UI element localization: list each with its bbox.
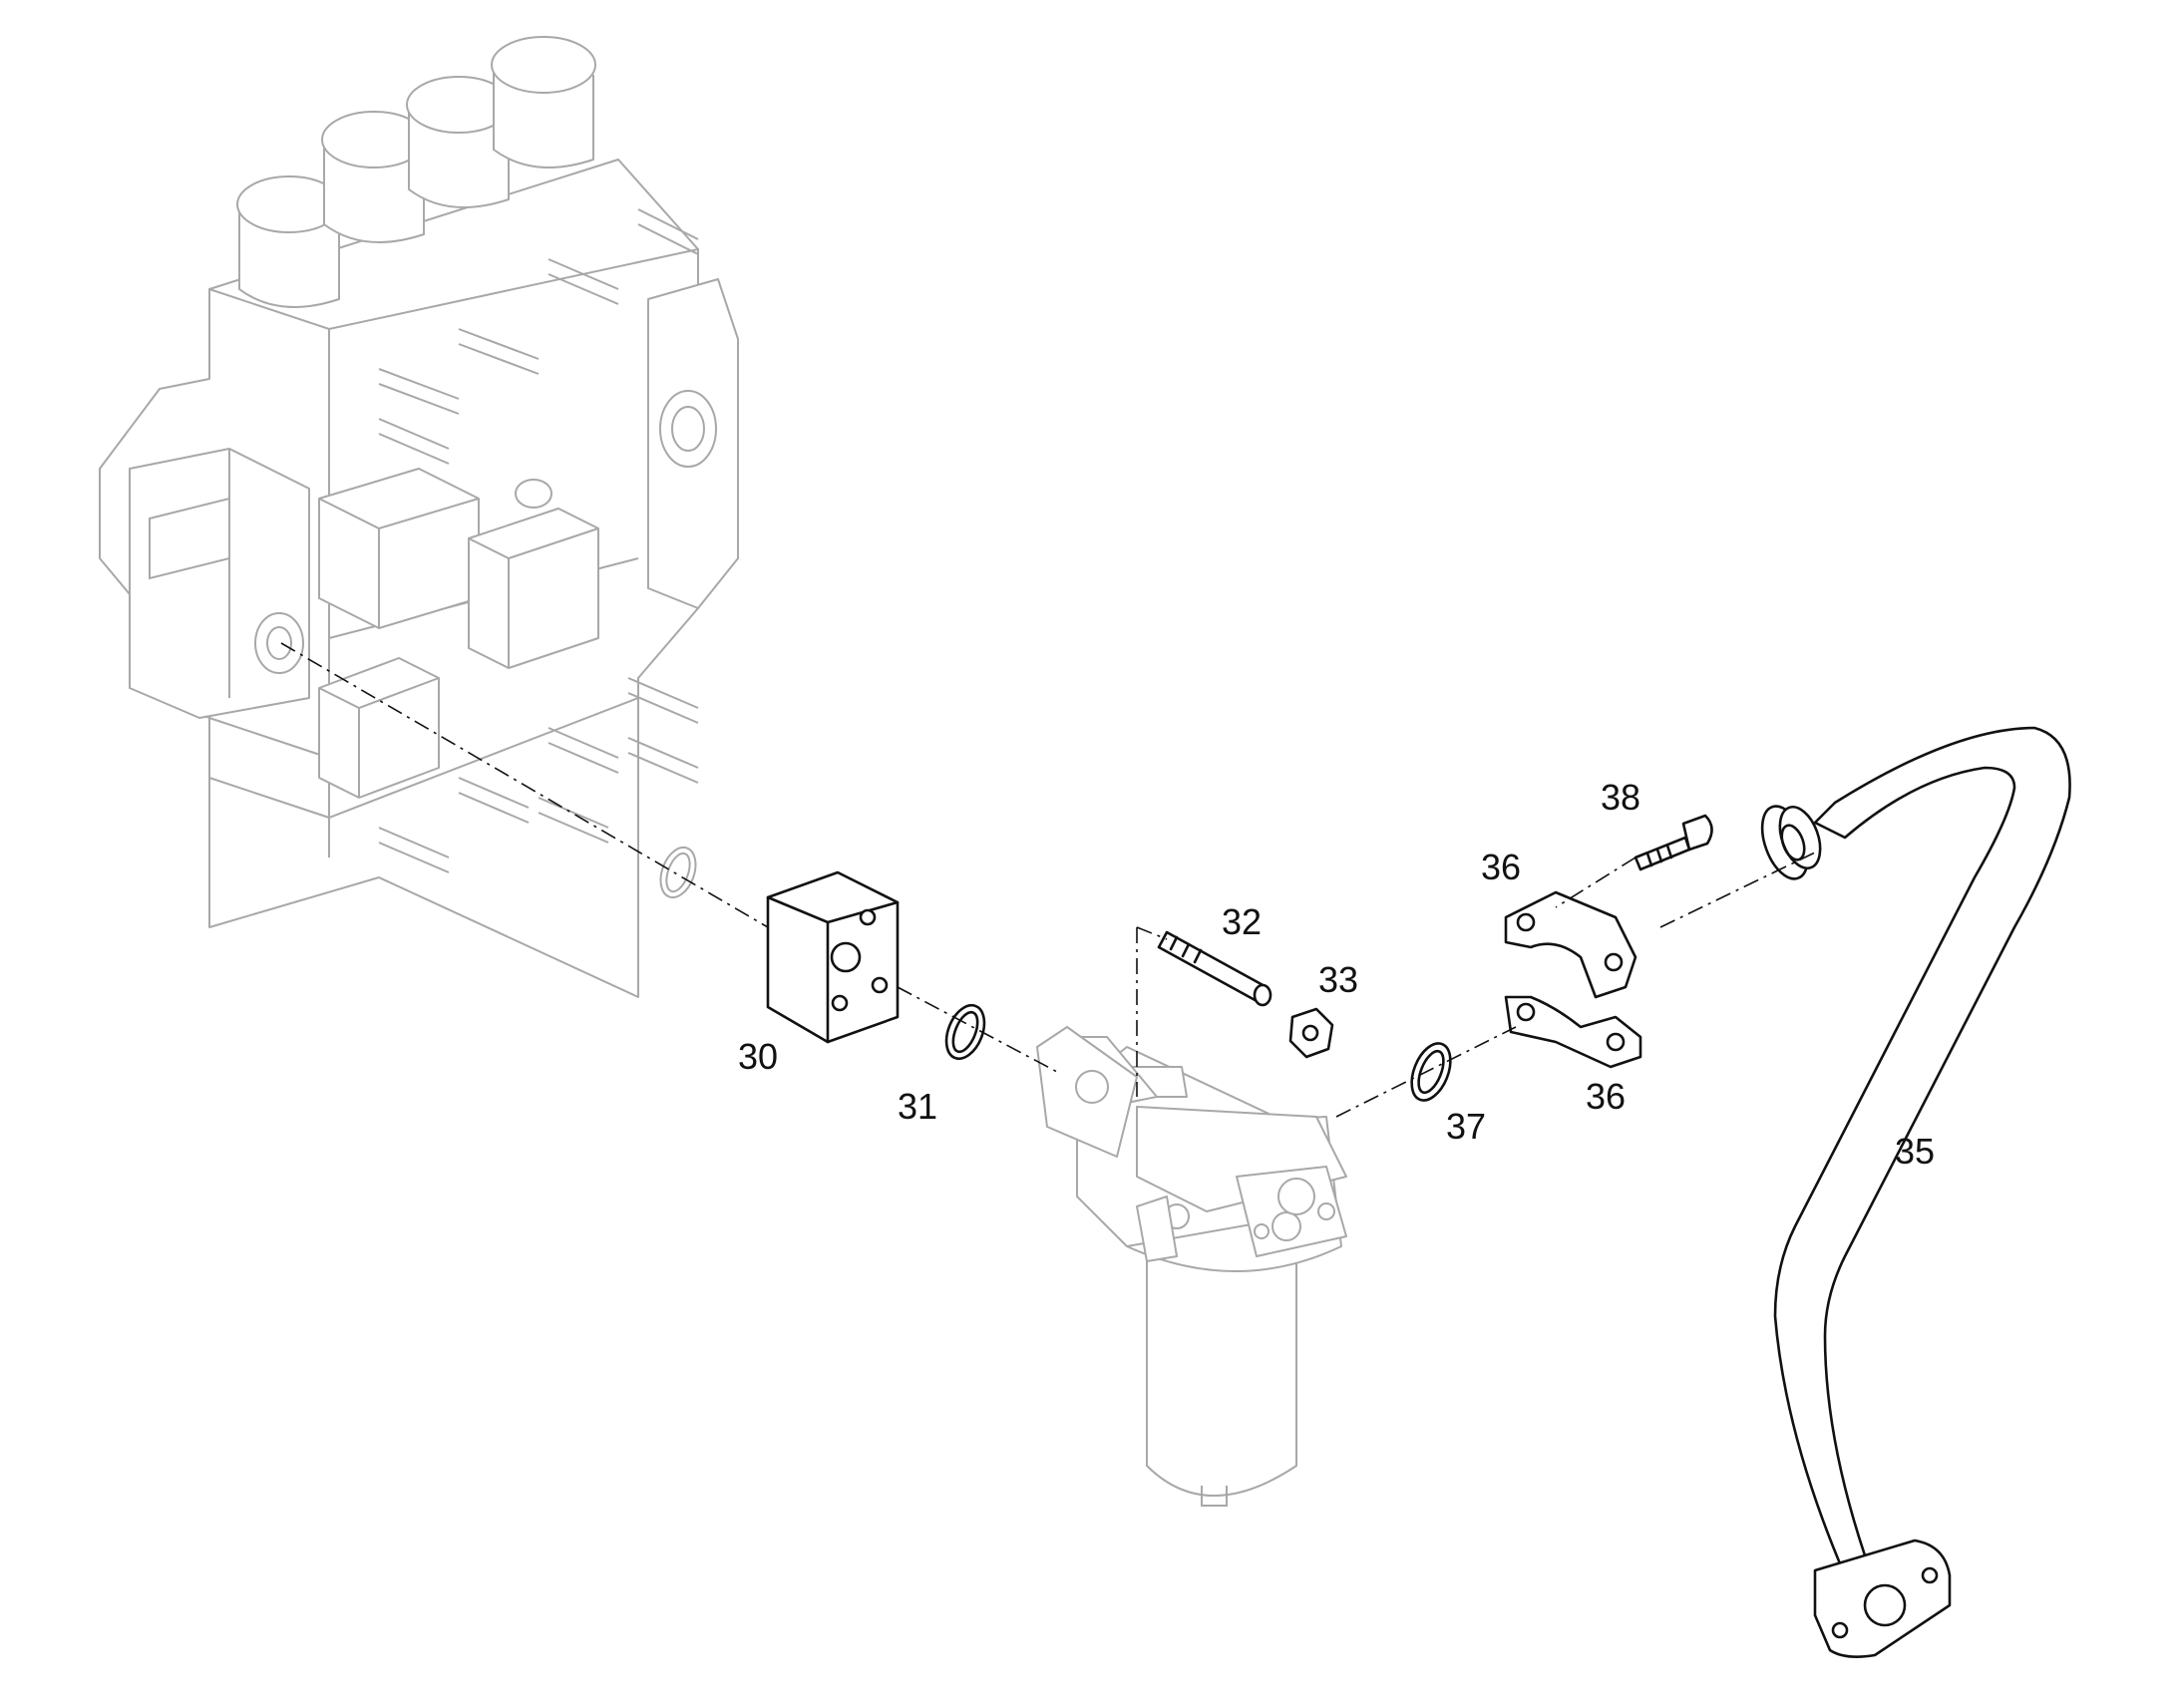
control-valve-block: [99, 36, 739, 998]
split-flange-36-upper: [1504, 890, 1637, 999]
callout-38: 38: [1601, 777, 1640, 818]
callout-32: 32: [1222, 901, 1262, 942]
callout-36-lower: 36: [1586, 1076, 1626, 1117]
split-flange-36-lower: [1504, 995, 1642, 1069]
pipe-35: [1760, 726, 2071, 1658]
callout-33: 33: [1318, 959, 1358, 1000]
callout-36-upper: 36: [1481, 847, 1521, 887]
o-ring-gray: [659, 846, 697, 899]
screw-38: [1634, 814, 1713, 871]
callout-31: 31: [898, 1086, 937, 1127]
filter-housing: [1036, 1026, 1347, 1507]
callout-labels: 30 31 32 33 35 36 36 37 38: [738, 777, 1935, 1172]
nut-33: [1288, 1007, 1334, 1059]
valve-studs: [378, 208, 699, 873]
callout-35: 35: [1895, 1131, 1935, 1172]
valve-caps: [236, 36, 596, 308]
stud-32: [1157, 930, 1272, 1007]
o-ring-37: [1410, 1042, 1452, 1102]
callout-37: 37: [1446, 1106, 1486, 1147]
assembly-center-lines: [280, 642, 1816, 1118]
callout-30: 30: [738, 1036, 778, 1077]
flange-adapter-30: [766, 870, 900, 1044]
